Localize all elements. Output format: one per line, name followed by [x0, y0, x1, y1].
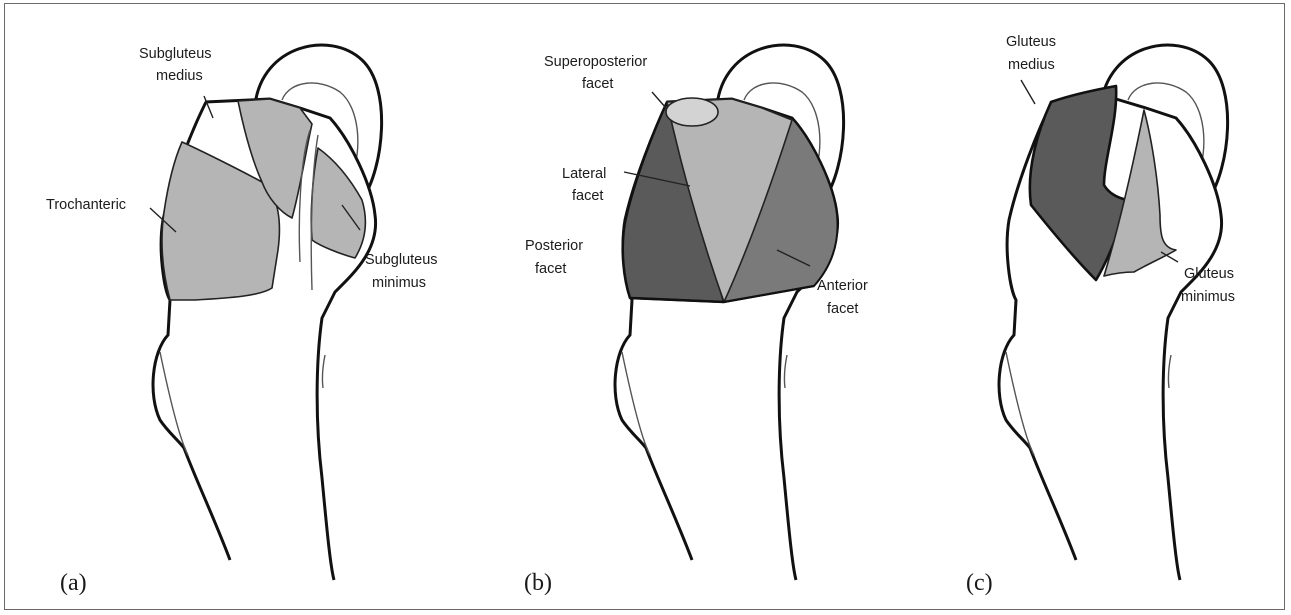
panel-c: Gluteus medius Gluteus minimus (c): [966, 34, 1238, 596]
label-trochanteric: Trochanteric: [46, 197, 126, 213]
label-superoposterior-facet-line2: facet: [582, 76, 613, 92]
label-anterior-facet-line1: Anterior: [817, 278, 868, 294]
label-subgluteus-minimus-line1: Subgluteus: [365, 252, 438, 268]
superoposterior-facet-region: [666, 98, 718, 126]
panel-a: Subgluteus medius Trochanteric Subgluteu…: [46, 45, 442, 596]
panel-b: Superoposterior facet Lateral facet Post…: [524, 45, 872, 596]
label-gluteus-minimus-line1: Gluteus: [1184, 266, 1234, 282]
label-subgluteus-minimus-line2: minimus: [372, 275, 426, 291]
panel-label-b: (b): [524, 570, 552, 596]
label-subgluteus-medius-line2: medius: [156, 68, 203, 84]
label-superoposterior-facet: Superoposterior facet: [544, 54, 651, 92]
label-lateral-facet: Lateral facet: [562, 166, 610, 204]
label-lateral-facet-line1: Lateral: [562, 166, 606, 182]
panel-label-a: (a): [60, 570, 87, 596]
label-gluteus-minimus-line2: minimus: [1181, 289, 1235, 305]
label-gluteus-medius-line2: medius: [1008, 57, 1055, 73]
panel-label-c: (c): [966, 570, 993, 596]
label-subgluteus-medius: Subgluteus medius: [139, 46, 216, 84]
label-subgluteus-minimus: Subgluteus minimus: [365, 252, 442, 291]
label-lateral-facet-line2: facet: [572, 188, 603, 204]
label-posterior-facet-line1: Posterior: [525, 238, 583, 254]
label-superoposterior-facet-line1: Superoposterior: [544, 54, 647, 70]
label-gluteus-medius: Gluteus medius: [1006, 34, 1060, 73]
label-posterior-facet: Posterior facet: [525, 238, 587, 277]
label-anterior-facet: Anterior facet: [817, 278, 872, 317]
label-posterior-facet-line2: facet: [535, 261, 566, 277]
label-subgluteus-medius-line1: Subgluteus: [139, 46, 212, 62]
label-gluteus-medius-line1: Gluteus: [1006, 34, 1056, 50]
label-anterior-facet-line2: facet: [827, 301, 858, 317]
